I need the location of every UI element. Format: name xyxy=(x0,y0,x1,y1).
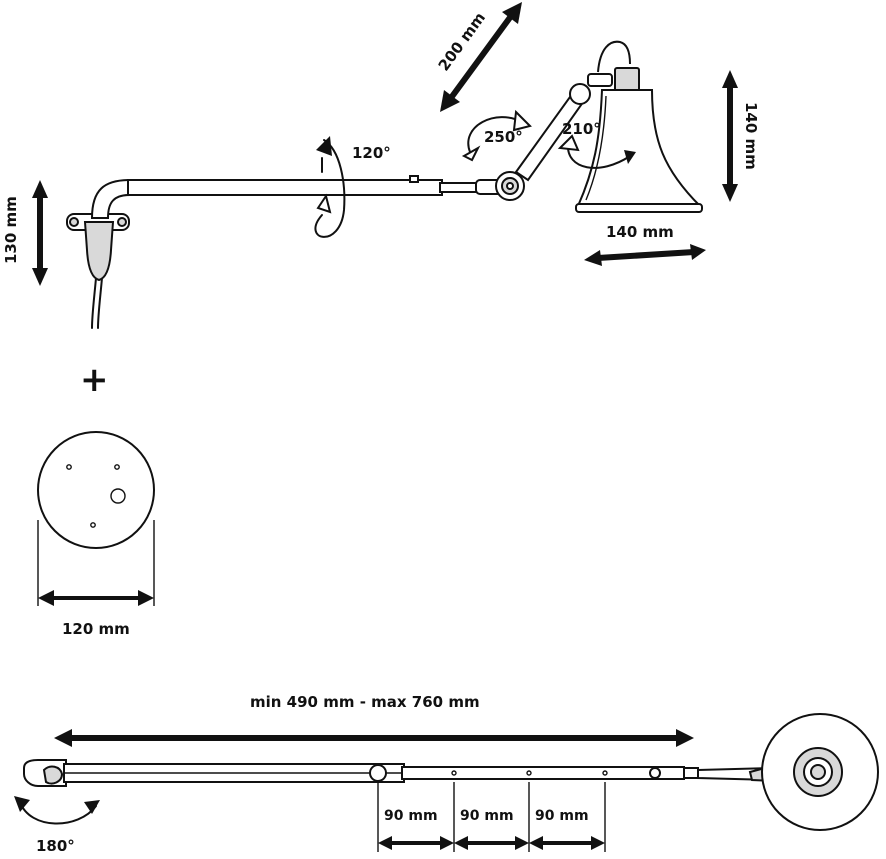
rotation-arrow-arm xyxy=(314,136,346,238)
dimension-steps xyxy=(377,782,606,852)
rotation-label-base: 180° xyxy=(36,837,75,855)
rotation-arrow-base xyxy=(14,796,100,825)
dimension-shade-width xyxy=(584,244,706,266)
top-view-lamp xyxy=(23,713,879,831)
rotation-arrow-shade xyxy=(557,134,636,169)
side-view-lamp: 120° 250° 210° 200 mm 140 mm xyxy=(2,2,760,329)
wall-mount xyxy=(66,213,130,282)
dimension-label-shade-width: 140 mm xyxy=(606,223,674,241)
dimension-label-plate-width: 120 mm xyxy=(62,620,130,638)
dimension-label-diagonal: 200 mm xyxy=(435,9,489,74)
plus-sign: + xyxy=(80,360,109,400)
rotation-label-arm: 120° xyxy=(352,144,391,162)
power-cable xyxy=(91,277,97,329)
dimension-label-shade-height: 140 mm xyxy=(742,102,760,170)
dimension-diagonal xyxy=(440,2,522,112)
lamp-shade xyxy=(575,40,703,213)
rotation-arrow-joint xyxy=(461,109,532,162)
dimension-mount-height xyxy=(32,180,48,286)
horizontal-arm xyxy=(127,179,443,196)
arm-joint xyxy=(475,171,525,201)
dimension-label-step-2: 90 mm xyxy=(460,808,514,824)
dimension-label-mount-height: 130 mm xyxy=(2,196,20,264)
dimension-label-step-1: 90 mm xyxy=(384,808,438,824)
rotation-label-shade: 210° xyxy=(562,120,601,138)
dimension-arm-length xyxy=(54,729,694,747)
base-plate xyxy=(37,431,155,606)
dimension-shade-height xyxy=(722,70,738,202)
arm-elbow xyxy=(90,178,131,219)
rotation-label-joint: 250° xyxy=(484,128,523,146)
dimension-label-arm-length: min 490 mm - max 760 mm xyxy=(250,693,480,711)
dimension-label-step-3: 90 mm xyxy=(535,808,589,824)
